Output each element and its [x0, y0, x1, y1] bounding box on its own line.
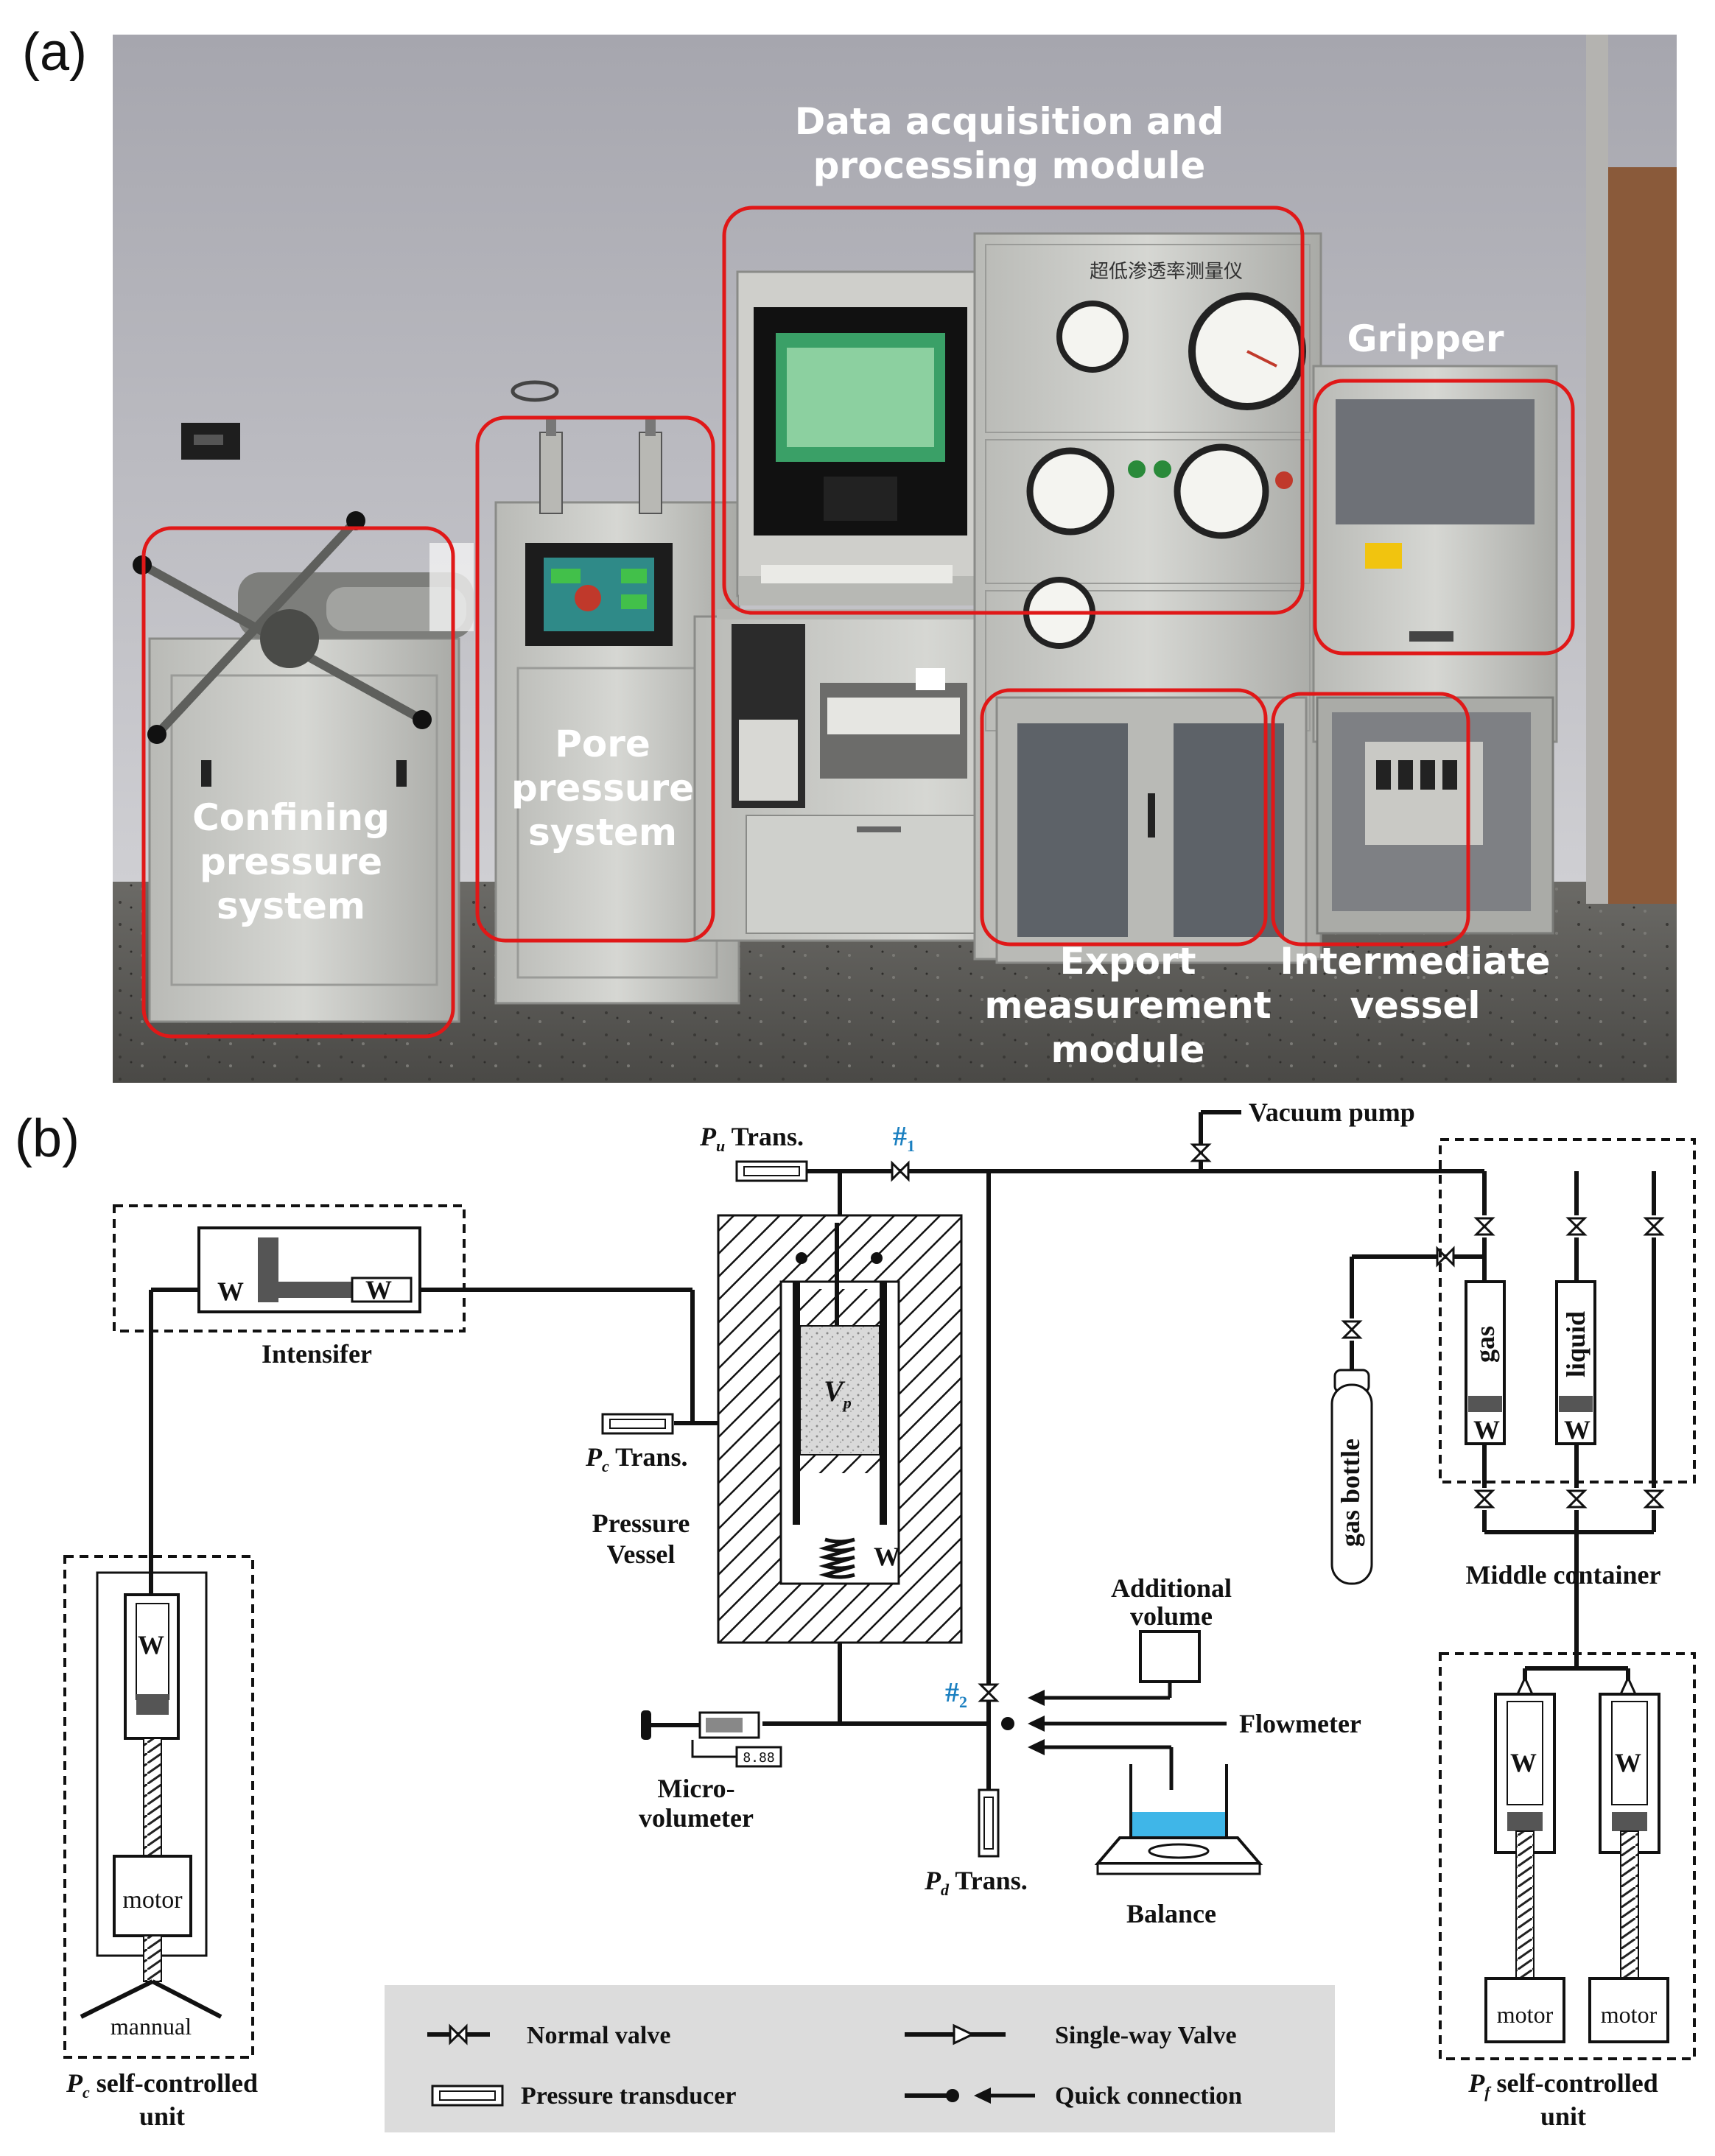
valve2-hash: #	[945, 1677, 959, 1708]
balance-label: Balance	[1126, 1899, 1216, 1928]
pressure-vessel-1: Pressure	[592, 1509, 690, 1538]
pc-unit-text: self-controlled	[90, 2068, 258, 2098]
label-export-2: measurement	[984, 984, 1271, 1027]
pf-unit-sub: f	[1484, 2083, 1492, 2101]
label-export-3: module	[1051, 1028, 1205, 1071]
svg-text:#2: #2	[945, 1677, 967, 1711]
pc-unit-symbol: P	[66, 2068, 83, 2098]
intensifier-w-right: W	[365, 1275, 392, 1305]
pf-motor-left: motor	[1497, 2001, 1554, 2028]
svg-text:Pu Trans.: Pu Trans.	[699, 1122, 804, 1155]
middle-container-label: Middle container	[1466, 1560, 1661, 1590]
pd-trans-sub: d	[941, 1881, 950, 1899]
label-confining-3: system	[217, 885, 365, 927]
vessel-w: W	[874, 1542, 900, 1571]
pc-unit-sub: c	[83, 2083, 90, 2101]
pf-unit-w-left: W	[1510, 1748, 1537, 1777]
instrument-title-cn: 超低渗透率测量仪	[1090, 261, 1243, 283]
svg-text:Pf self-controlled: Pf self-controlled	[1467, 2068, 1658, 2101]
valve2-sub: 2	[959, 1693, 967, 1711]
pressure-vessel-2: Vessel	[607, 1539, 676, 1569]
label-intermediate-2: vessel	[1350, 984, 1480, 1027]
label-confining-2: pressure	[200, 840, 382, 883]
panel-b-label: (b)	[15, 1109, 80, 1168]
schematic-diagram: Pu Trans. #1 Vacuum pump W W Intensifer …	[0, 1090, 1715, 2156]
pd-trans-text: Trans.	[949, 1866, 1028, 1895]
pu-trans-symbol: P	[699, 1122, 717, 1151]
pf-unit-text: self-controlled	[1490, 2068, 1658, 2098]
pu-trans-sub: u	[716, 1137, 725, 1155]
pc-trans-text: Trans.	[609, 1442, 688, 1472]
micro-display: 8.88	[743, 1750, 774, 1766]
pc-trans-sub: c	[602, 1457, 609, 1475]
intensifier-w-left: W	[217, 1277, 244, 1306]
legend-quick-connection: Quick connection	[1055, 2082, 1242, 2110]
pf-unit-line2: unit	[1540, 2101, 1586, 2131]
label-pore-1: Pore	[555, 723, 650, 765]
legend-pressure-transducer: Pressure transducer	[521, 2082, 736, 2110]
pc-unit-w: W	[138, 1630, 164, 1660]
highlight-boxes	[141, 206, 1575, 1039]
pf-motor-right: motor	[1601, 2001, 1658, 2028]
label-gripper: Gripper	[1347, 317, 1504, 360]
gas-bottle-label: gas bottle	[1336, 1439, 1365, 1547]
svg-text:Pd Trans.: Pd Trans.	[924, 1866, 1028, 1899]
gas-label: gas	[1470, 1326, 1500, 1363]
label-data-acq-2: processing module	[813, 144, 1206, 187]
pf-unit-w-right: W	[1615, 1748, 1641, 1777]
legend-single-way-valve: Single-way Valve	[1055, 2022, 1237, 2049]
vp-sub: p	[842, 1394, 852, 1412]
liquid-label: liquid	[1561, 1311, 1591, 1377]
valve1-sub: 1	[907, 1137, 915, 1155]
panel-a-label: (a)	[22, 23, 87, 82]
label-confining-1: Confining	[192, 796, 390, 839]
legend: Normal valve Single-way Valve Pressure t…	[385, 1985, 1335, 2132]
legend-normal-valve: Normal valve	[527, 2022, 670, 2049]
svg-text:Pc self-controlled: Pc self-controlled	[66, 2068, 258, 2101]
pc-unit-line2: unit	[139, 2101, 185, 2131]
vp-symbol: V	[824, 1374, 846, 1408]
additional-volume-2: volume	[1130, 1601, 1213, 1631]
pf-unit-symbol: P	[1467, 2068, 1485, 2098]
mc-w-right: W	[1564, 1415, 1591, 1444]
pc-motor-label: motor	[122, 1886, 183, 1914]
additional-volume-1: Additional	[1111, 1573, 1232, 1603]
label-intermediate-1: Intermediate	[1280, 940, 1550, 983]
mannual-label: mannual	[111, 2013, 192, 2040]
label-pore-2: pressure	[511, 767, 694, 810]
svg-text:#1: #1	[893, 1121, 915, 1155]
flowmeter-label: Flowmeter	[1239, 1709, 1361, 1738]
label-data-acq-1: Data acquisition and	[795, 100, 1224, 143]
intensifer-label: Intensifer	[262, 1339, 372, 1369]
svg-text:Vp: Vp	[824, 1374, 852, 1412]
micro-volumeter-2: volumeter	[639, 1803, 754, 1833]
pu-trans-text: Trans.	[725, 1122, 804, 1151]
label-pore-3: system	[528, 811, 677, 854]
vacuum-pump-label: Vacuum pump	[1249, 1098, 1415, 1127]
micro-volumeter-1: Micro-	[657, 1774, 734, 1803]
pd-trans-symbol: P	[924, 1866, 941, 1895]
pc-trans-symbol: P	[585, 1442, 603, 1472]
svg-text:Pc Trans.: Pc Trans.	[585, 1442, 687, 1475]
valve1-hash: #	[893, 1121, 907, 1152]
equipment-photo: 超低渗透率测量仪 Data acquisition and processing…	[113, 35, 1677, 1083]
mc-w-left: W	[1473, 1415, 1500, 1444]
label-export-1: Export	[1059, 940, 1196, 983]
